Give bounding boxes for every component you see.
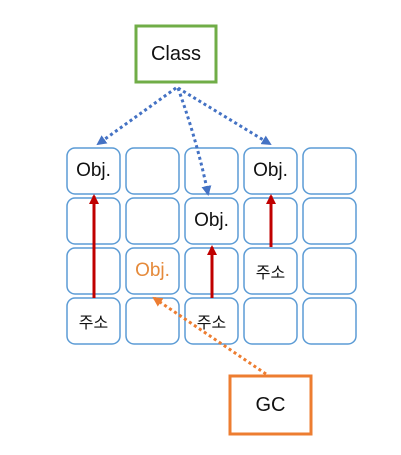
class-to-obj-arrow-right xyxy=(177,86,272,146)
heap-cell-r0-c1 xyxy=(125,147,180,195)
heap-cell-r0-c4 xyxy=(302,147,357,195)
heap-cell-r3-c3 xyxy=(243,297,298,345)
object-label: Obj. xyxy=(253,160,288,181)
class-to-obj-arrow-center xyxy=(176,87,212,196)
heap-cell-r2-c1 xyxy=(125,247,180,295)
orphan-object-label: Obj. xyxy=(135,260,170,281)
object-label: Obj. xyxy=(76,160,111,181)
class-to-obj-arrow-left xyxy=(96,86,177,146)
heap-cell-r2-c4 xyxy=(302,247,357,295)
gc-box xyxy=(228,374,313,436)
heap-cell-r2-c3 xyxy=(243,247,298,295)
class-box xyxy=(134,24,218,84)
address-label: 주소 xyxy=(78,313,109,332)
object-label: Obj. xyxy=(194,210,229,231)
reference-arrows xyxy=(89,194,276,298)
address-label: 주소 xyxy=(255,263,286,282)
class-arrows xyxy=(96,86,272,196)
gc-label: GC xyxy=(255,393,286,416)
gc-arrow xyxy=(152,296,267,376)
address-label: 주소 xyxy=(196,313,227,332)
heap-cell-r1-c1 xyxy=(125,197,180,245)
heap-cell-r1-c4 xyxy=(302,197,357,245)
class-label: Class xyxy=(150,42,201,65)
heap-cell-r3-c1 xyxy=(125,297,180,345)
heap-cell-r1-c2 xyxy=(184,197,239,245)
heap-cell-r0-c2 xyxy=(184,147,239,195)
heap-cell-r3-c4 xyxy=(302,297,357,345)
